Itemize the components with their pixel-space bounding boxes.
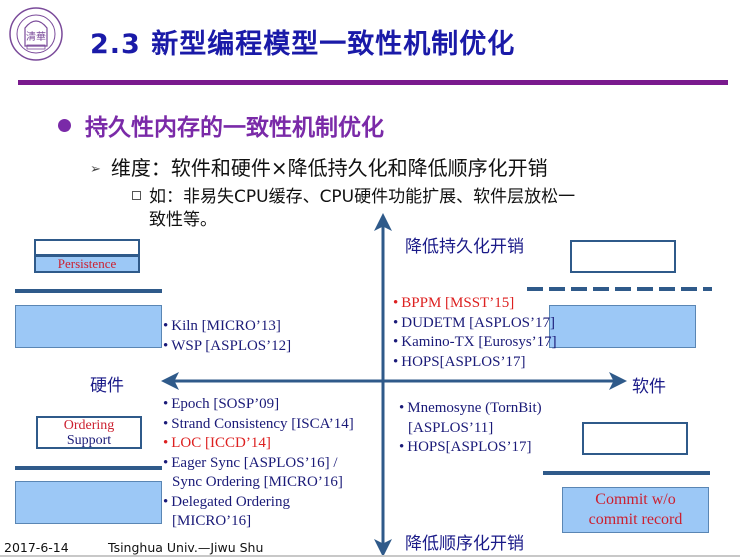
bullet-dot-icon <box>58 119 71 132</box>
footer-divider <box>0 555 740 557</box>
software-ordering-divider <box>543 471 710 475</box>
ref-item: •Epoch [SOSP’09] <box>163 396 280 412</box>
bullet-level3: 如：非易失CPU缓存、CPU硬件功能扩展、软件层放松一 致性等。 <box>132 186 692 232</box>
ref-item-highlighted: •LOC [ICCD’14] <box>163 435 271 451</box>
persistence-label: Persistence <box>57 256 117 271</box>
footer-author: Tsinghua Univ.—Jiwu Shu <box>108 540 264 555</box>
ref-list-software-ordering: •Mnemosyne (TornBit) [ASPLOS’11] •HOPS[A… <box>399 399 542 458</box>
bullet-level2: ➢ 维度：软件和硬件×降低持久化和降低顺序化开销 <box>90 152 548 181</box>
ref-item: •Kiln [MICRO’13] <box>163 318 281 334</box>
slide-title: 2.3 新型编程模型一致性机制优化 <box>90 29 516 60</box>
axis-label-software: 软件 <box>632 377 666 397</box>
bullet-level2-text: 维度：软件和硬件×降低持久化和降低顺序化开销 <box>110 156 548 180</box>
ref-item: •HOPS[ASPLOS’17] <box>399 439 532 455</box>
hardware-ordering-divider <box>15 466 162 470</box>
ref-item: •HOPS[ASPLOS’17] <box>393 353 526 370</box>
ordering-label-line2: Support <box>66 433 112 448</box>
bullet-level3-line1: 如：非易失CPU缓存、CPU硬件功能扩展、软件层放松一 <box>149 187 576 207</box>
software-persistence-top-box <box>570 240 676 273</box>
hardware-persistence-divider <box>15 289 162 293</box>
ref-list-hardware-ordering: •Epoch [SOSP’09] •Strand Consistency [IS… <box>163 395 354 532</box>
title-divider <box>18 80 728 85</box>
ref-item-continuation: [MICRO’16] <box>172 513 252 529</box>
hardware-persistence-block <box>15 305 162 348</box>
commit-label-line2: commit record <box>588 511 683 528</box>
svg-text:清華: 清華 <box>26 30 46 43</box>
persistence-box: Persistence <box>34 255 140 273</box>
ref-item: •Strand Consistency [ISCA’14] <box>163 415 354 432</box>
arrow-bullet-icon: ➢ <box>90 162 101 177</box>
ref-item: •DUDETM [ASPLOS’17] <box>393 314 556 331</box>
axis-label-hardware: 硬件 <box>90 376 124 396</box>
ref-item: •Kamino-TX [Eurosys’17] <box>393 334 557 350</box>
ref-item-continuation: Sync Ordering [MICRO’16] <box>172 474 343 490</box>
ref-item: •Mnemosyne (TornBit) <box>399 400 542 416</box>
ordering-label-line1: Ordering <box>63 418 115 433</box>
software-persistence-block <box>549 305 696 348</box>
square-bullet-icon <box>132 190 141 200</box>
ref-list-hardware-persistence: •Kiln [MICRO’13] •WSP [ASPLOS’12] <box>163 317 291 356</box>
axis-label-up: 降低持久化开销 <box>405 237 524 257</box>
software-ordering-top-box <box>582 422 688 455</box>
bullet-level1-text: 持久性内存的一致性机制优化 <box>85 115 384 141</box>
ref-list-software-persistence: •BPPM [MSST’15] •DUDETM [ASPLOS’17] •Kam… <box>393 294 557 372</box>
ref-item-highlighted: •BPPM [MSST’15] <box>393 295 515 311</box>
ref-item-continuation: [ASPLOS’11] <box>408 419 494 436</box>
commit-box: Commit w/o commit record <box>562 487 709 533</box>
axis-label-down: 降低顺序化开销 <box>405 534 524 554</box>
bullet-level3-line2: 致性等。 <box>149 210 217 230</box>
university-logo-icon: 清華 <box>8 6 64 62</box>
ref-item: •WSP [ASPLOS’12] <box>163 337 292 354</box>
footer-date: 2017-6-14 <box>4 540 69 555</box>
stack-top-box <box>34 239 140 256</box>
ref-item: •Delegated Ordering <box>163 493 290 510</box>
ordering-support-box: Ordering Support <box>36 416 142 449</box>
commit-label-line1: Commit w/o <box>595 491 676 508</box>
hardware-ordering-block <box>15 481 162 524</box>
bullet-level1: 持久性内存的一致性机制优化 <box>58 108 384 142</box>
ref-item: •Eager Sync [ASPLOS’16] / <box>163 454 338 471</box>
